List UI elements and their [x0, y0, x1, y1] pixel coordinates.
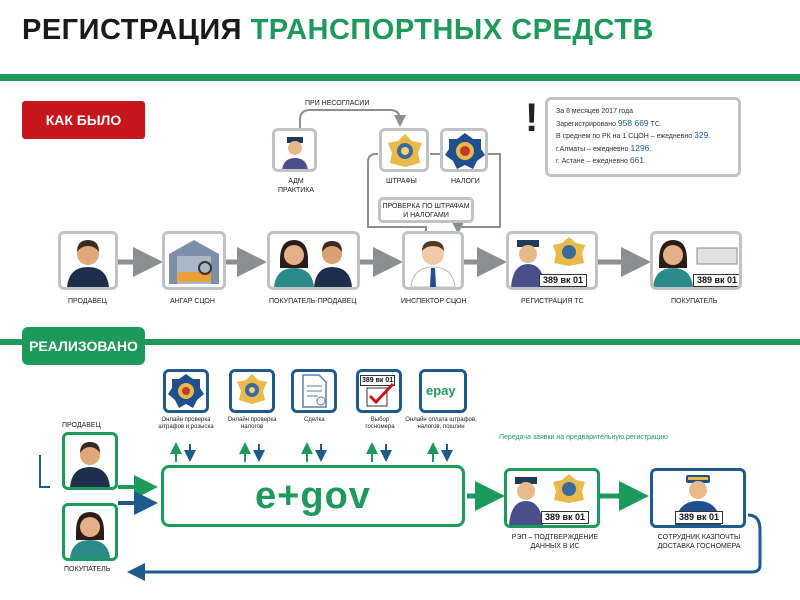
- step-buyer-label: ПОКУПАТЕЛЬ: [671, 298, 718, 305]
- stats-line4: г.Алматы – ежедневно 1296.: [556, 142, 652, 153]
- step-hangar: [162, 231, 226, 290]
- plate-choice-number: 389 вк 01: [360, 375, 396, 386]
- adm-practice-label: АДМ ПРАКТИКА: [277, 178, 315, 194]
- stats-line3: В среднем по РК на 1 СЦОН – ежедневно 32…: [556, 130, 711, 140]
- step-registration-label: РЕГИСТРАЦИЯ ТС: [521, 298, 584, 305]
- after-buyer: [62, 503, 118, 561]
- document-icon: [302, 374, 327, 408]
- exclamation-icon: !: [525, 96, 539, 140]
- step-buyer-seller-label: ПОКУПАТЕЛЬ-ПРОДАВЕЦ: [269, 298, 357, 305]
- after-seller: [62, 432, 118, 490]
- stats-line3-text: В среднем по РК на 1 СЦОН – ежедневно: [556, 133, 693, 140]
- step-seller-label: ПРОДАВЕЦ: [68, 298, 107, 305]
- woman-avatar-icon: [70, 512, 110, 558]
- after-buyer-label: ПОКУПАТЕЛЬ: [64, 566, 111, 573]
- stats-line1: За 8 месяцев 2017 года: [556, 108, 634, 115]
- after-badge: РЕАЛИЗОВАНО: [22, 327, 145, 365]
- service-plate-choice-label: Выбор госномера: [365, 417, 395, 430]
- fines-label: ШТРАФЫ: [386, 178, 417, 185]
- step-registration: 389 вк 01: [506, 231, 598, 290]
- license-plate: 389 вк 01: [693, 274, 739, 287]
- rep-confirmation: 389 вк 01: [504, 468, 600, 528]
- egov-portal: e+gov: [161, 465, 465, 527]
- kazpost-courier: 389 вк 01: [650, 468, 746, 528]
- epay-text: epay: [426, 383, 456, 398]
- step-hangar-label: АНГАР СЦОН: [170, 298, 215, 305]
- step-seller: [58, 231, 118, 290]
- police-emblem-icon: [388, 134, 422, 167]
- garage-inspection-icon: [169, 240, 219, 284]
- police-emblem-icon: [237, 374, 267, 404]
- after-seller-label: ПРОДАВЕЦ: [62, 422, 101, 429]
- woman-with-plate-icon: [653, 240, 738, 287]
- stats-daily-avg: 329: [694, 130, 709, 140]
- taxes-node: [440, 128, 488, 172]
- stats-line2-prefix: Зарегистрировано: [556, 120, 616, 128]
- stats-almaty-daily: 1296: [630, 142, 650, 153]
- stats-registered-count: 958 669: [617, 117, 649, 128]
- service-deal-label: Сделка: [304, 417, 325, 423]
- service-epay: epay: [419, 369, 467, 413]
- statistics-box: За 8 месяцев 2017 года Зарегистрировано …: [545, 97, 741, 177]
- service-tax-check-label: Онлайн проверка налогов: [227, 417, 277, 430]
- disagree-label: ПРИ НЕСОГЛАСИИ: [305, 100, 370, 107]
- step-buyer-seller: [267, 231, 360, 290]
- step-inspector: [402, 231, 464, 290]
- fines-node: [379, 128, 429, 172]
- stats-line4-text: г.Алматы – ежедневно: [556, 145, 629, 153]
- police-officer-icon: [282, 137, 308, 169]
- stats-line5-text: г. Астане – ежедневно: [556, 158, 628, 165]
- stats-line5: г. Астане – ежедневно 661.: [556, 155, 646, 165]
- check-fines-taxes-box: ПРОВЕРКА ПО ШТРАФАМ И НАЛОГАМИ: [378, 197, 474, 223]
- taxes-label: НАЛОГИ: [451, 178, 480, 185]
- service-fines-check: [163, 369, 209, 413]
- woman-and-man-avatar-icon: [274, 240, 352, 287]
- stats-line2-suffix: ТС.: [650, 120, 662, 128]
- inspector-avatar-icon: [410, 241, 456, 287]
- service-tax-check: [229, 369, 275, 413]
- egov-logo: e+gov: [255, 474, 371, 517]
- title-part2: ТРАНСПОРТНЫХ СРЕДСТВ: [250, 14, 654, 46]
- tax-emblem-icon: [445, 133, 485, 169]
- service-epay-label: Онлайн оплата штрафов, налогов, пошлин: [405, 417, 477, 430]
- tax-emblem-icon: [168, 374, 204, 408]
- service-deal: [291, 369, 337, 413]
- police-registration-icon: [511, 237, 585, 287]
- man-avatar-icon: [67, 240, 109, 287]
- section-divider: [0, 339, 800, 345]
- kazpost-courier-label: СОТРУДНИК КАЗПОЧТЫ ДОСТАВКА ГОСНОМЕРА: [657, 534, 741, 550]
- step-buyer: 389 вк 01: [650, 231, 742, 290]
- license-plate: 389 вк 01: [541, 511, 590, 524]
- license-plate: 389 вк 01: [675, 511, 724, 524]
- service-plate-choice: 389 вк 01: [356, 369, 402, 413]
- police-registration-icon: [509, 474, 585, 525]
- epay-icon: epay: [426, 383, 456, 398]
- service-fines-check-label: Онлайн проверка штрафов и розыска: [158, 417, 214, 430]
- title-part1: РЕГИСТРАЦИЯ: [22, 14, 243, 46]
- step-inspector-label: ИНСПЕКТОР СЦОН: [401, 298, 467, 305]
- plate-choice-icon: [366, 382, 395, 407]
- adm-practice-node: [272, 128, 317, 172]
- preregistration-notice: Передача заявки на предварительную регис…: [499, 434, 668, 441]
- before-badge: КАК БЫЛО: [22, 101, 145, 139]
- header-divider: [0, 74, 800, 81]
- license-plate: 389 вк 01: [539, 274, 588, 287]
- stats-line2: Зарегистрировано 958 669 ТС.: [556, 118, 730, 131]
- page-title: РЕГИСТРАЦИЯ ТРАНСПОРТНЫХ СРЕДСТВ: [22, 14, 654, 47]
- rep-confirmation-label: РЭП – ПОДТВЕРЖДЕНИЕ ДАННЫХ В ИС: [511, 534, 599, 550]
- stats-astana-daily: 661: [629, 155, 645, 165]
- man-avatar-icon: [70, 442, 110, 487]
